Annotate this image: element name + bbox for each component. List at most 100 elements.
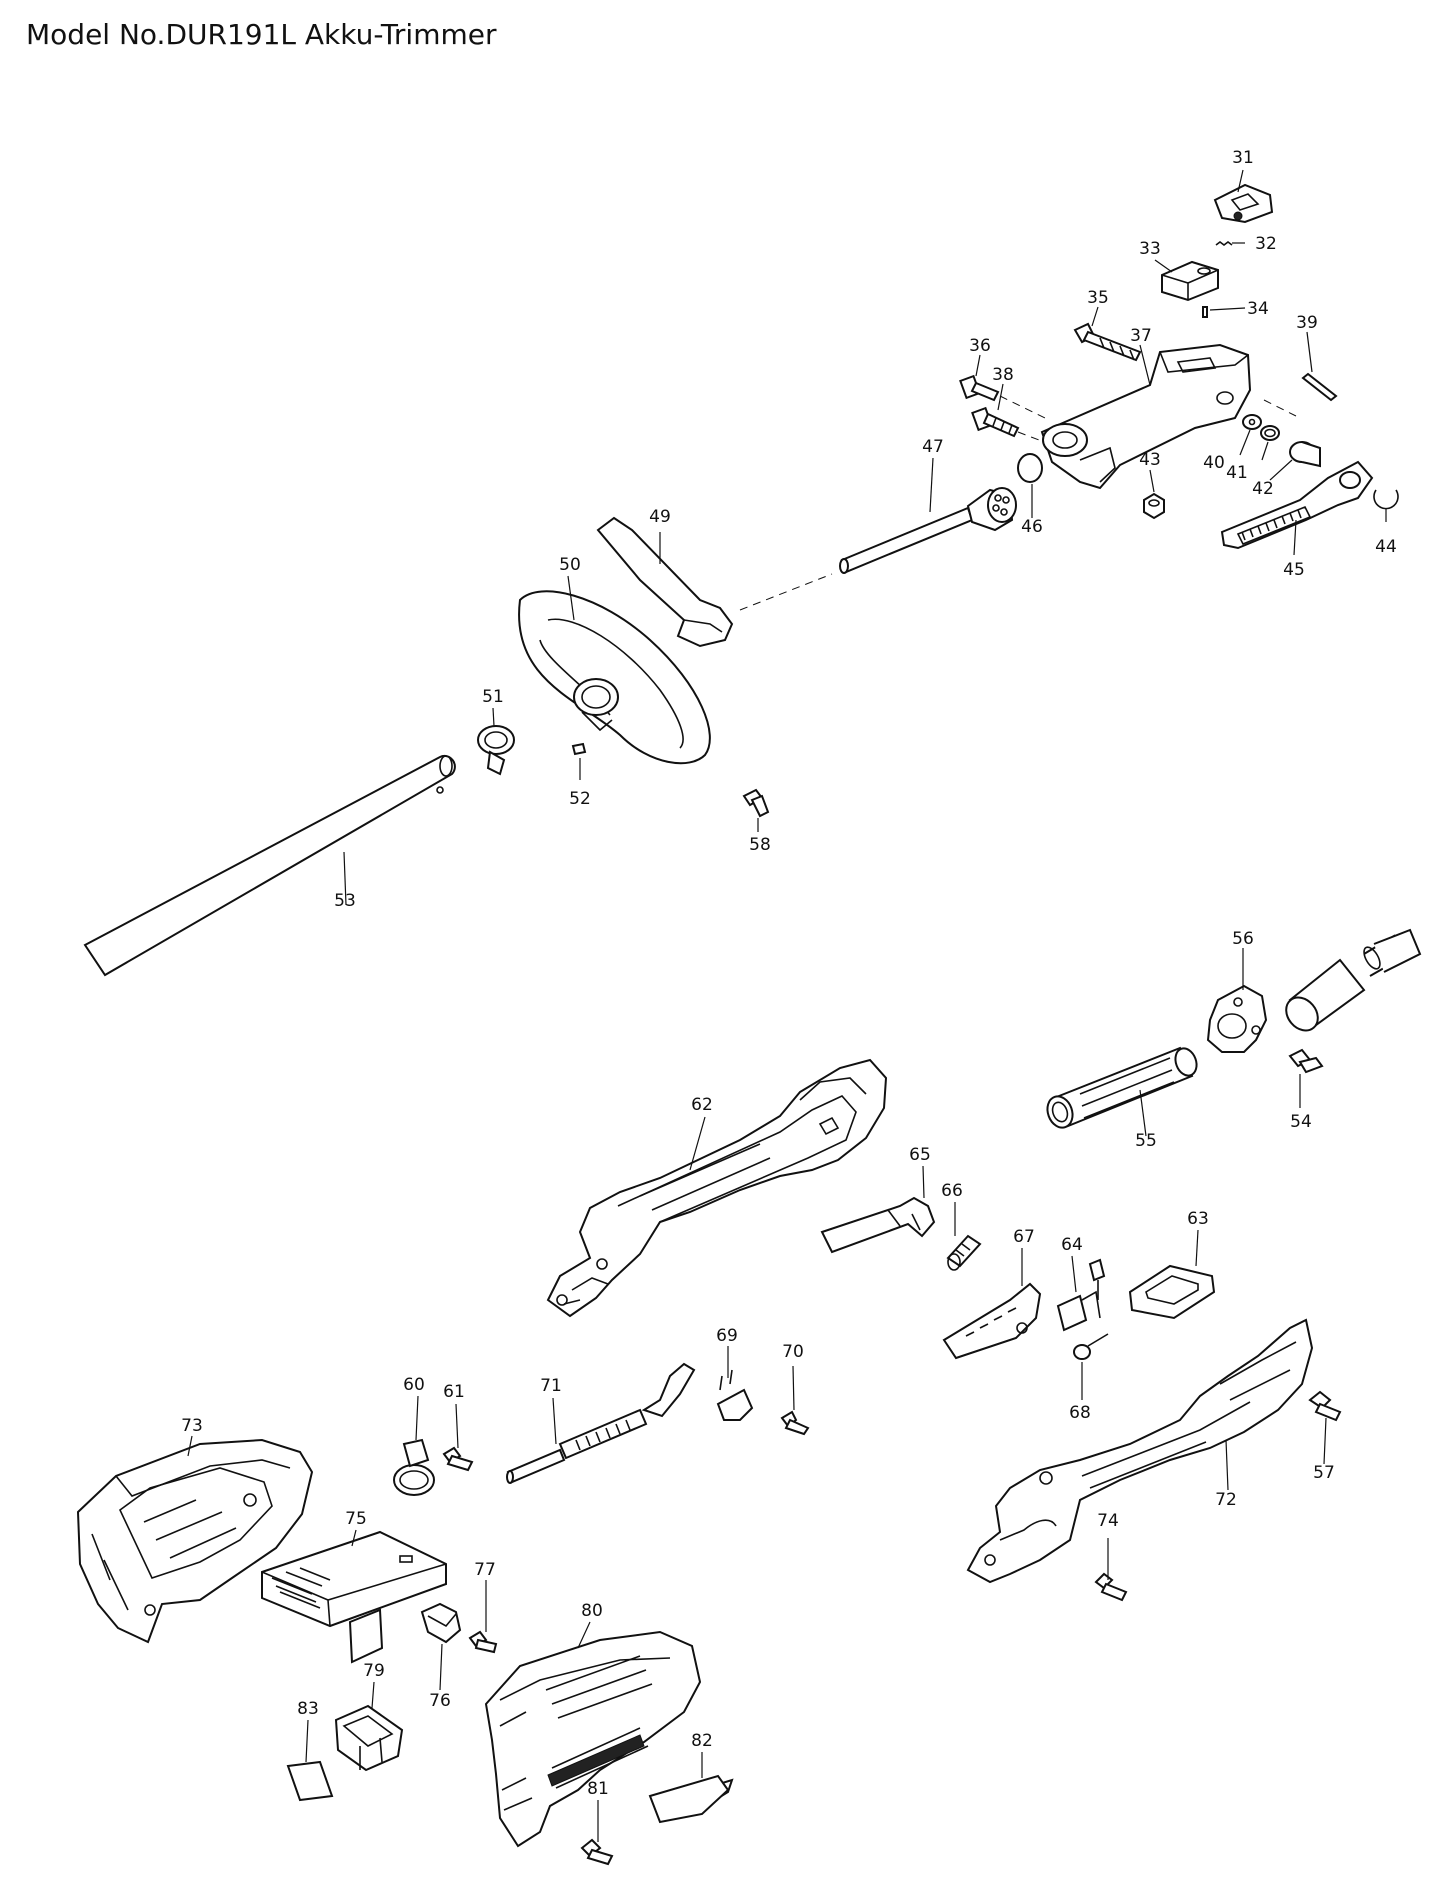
part-64 [1056, 1255, 1106, 1332]
label-44: 44 [1375, 537, 1397, 557]
part-50 [518, 575, 711, 765]
label-42: 42 [1252, 479, 1274, 499]
label-67: 67 [1013, 1227, 1035, 1247]
part-number-labels: 31 32 33 34 35 36 37 38 39 40 41 42 43 4… [181, 148, 1397, 1799]
guide-line-47 [739, 573, 833, 611]
part-67 [942, 1248, 1042, 1360]
part-46 [1017, 453, 1043, 518]
label-53: 53 [334, 891, 356, 911]
label-80: 80 [581, 1601, 603, 1621]
part-55 [1046, 1046, 1198, 1137]
label-62: 62 [691, 1095, 713, 1115]
part-71 [506, 1362, 696, 1484]
label-70: 70 [782, 1342, 804, 1362]
label-71: 71 [540, 1376, 562, 1396]
part-41 [1260, 425, 1280, 461]
label-82: 82 [691, 1731, 713, 1751]
label-76: 76 [429, 1691, 451, 1711]
label-43: 43 [1139, 450, 1161, 470]
part-68 [1073, 1333, 1109, 1400]
part-57 [1308, 1390, 1342, 1465]
part-49 [596, 516, 734, 648]
label-58: 58 [749, 835, 771, 855]
part-47 [839, 457, 1017, 574]
label-45: 45 [1283, 560, 1305, 580]
label-54: 54 [1290, 1112, 1312, 1132]
label-73: 73 [181, 1416, 203, 1436]
label-39: 39 [1296, 313, 1318, 333]
part-82 [648, 1752, 734, 1824]
part-62 [546, 1058, 888, 1318]
part-83 [286, 1719, 334, 1802]
label-47: 47 [922, 437, 944, 457]
label-55: 55 [1135, 1131, 1157, 1151]
part-34 [1202, 306, 1246, 318]
label-34: 34 [1247, 299, 1269, 319]
label-35: 35 [1087, 288, 1109, 308]
part-58 [742, 788, 770, 832]
part-79 [334, 1681, 404, 1772]
guide-line-39 [1263, 399, 1297, 417]
part-52 [571, 742, 587, 780]
part-66 [946, 1202, 982, 1271]
label-38: 38 [992, 365, 1014, 385]
part-77 [468, 1580, 498, 1654]
label-75: 75 [345, 1509, 367, 1529]
part-74 [1094, 1538, 1128, 1602]
label-64: 64 [1061, 1235, 1083, 1255]
shaft-piece [1285, 928, 1422, 1032]
part-72 [966, 1318, 1314, 1584]
label-72: 72 [1215, 1490, 1237, 1510]
label-40: 40 [1203, 453, 1225, 473]
part-33 [1154, 259, 1219, 302]
label-68: 68 [1069, 1403, 1091, 1423]
label-37: 37 [1130, 326, 1152, 346]
part-36 [959, 354, 1000, 402]
label-41: 41 [1226, 463, 1248, 483]
label-49: 49 [649, 507, 671, 527]
part-69 [716, 1346, 754, 1421]
label-65: 65 [909, 1145, 931, 1165]
label-83: 83 [297, 1699, 319, 1719]
part-35 [1073, 306, 1142, 362]
part-81 [580, 1800, 614, 1866]
label-51: 51 [482, 687, 504, 707]
label-56: 56 [1232, 929, 1254, 949]
label-31: 31 [1232, 148, 1254, 168]
part-65 [820, 1165, 936, 1254]
part-73 [76, 1435, 314, 1644]
label-69: 69 [716, 1326, 738, 1346]
part-38 [971, 383, 1020, 438]
part-51 [477, 707, 515, 776]
label-32: 32 [1255, 234, 1277, 254]
page-title: Model No.DUR191L Akku-Trimmer [26, 18, 497, 51]
label-77: 77 [474, 1560, 496, 1580]
part-60 [393, 1395, 435, 1496]
part-44 [1373, 489, 1399, 522]
part-63 [1128, 1229, 1216, 1320]
part-43 [1143, 469, 1165, 520]
part-80 [484, 1621, 702, 1848]
part-76 [420, 1602, 462, 1691]
label-79: 79 [363, 1661, 385, 1681]
part-45 [1220, 460, 1374, 556]
label-61: 61 [443, 1382, 465, 1402]
label-33: 33 [1139, 239, 1161, 259]
label-74: 74 [1097, 1511, 1119, 1531]
part-42 [1269, 441, 1321, 481]
part-54 [1288, 1048, 1324, 1108]
part-40 [1239, 414, 1262, 456]
label-66: 66 [941, 1181, 963, 1201]
part-56 [1206, 948, 1268, 1053]
label-46: 46 [1021, 517, 1043, 537]
part-70 [780, 1365, 810, 1436]
label-60: 60 [403, 1375, 425, 1395]
part-37 [1040, 343, 1252, 490]
label-63: 63 [1187, 1209, 1209, 1229]
part-61 [442, 1403, 474, 1472]
label-52: 52 [569, 789, 591, 809]
label-50: 50 [559, 555, 581, 575]
label-36: 36 [969, 336, 991, 356]
part-31 [1213, 169, 1274, 224]
